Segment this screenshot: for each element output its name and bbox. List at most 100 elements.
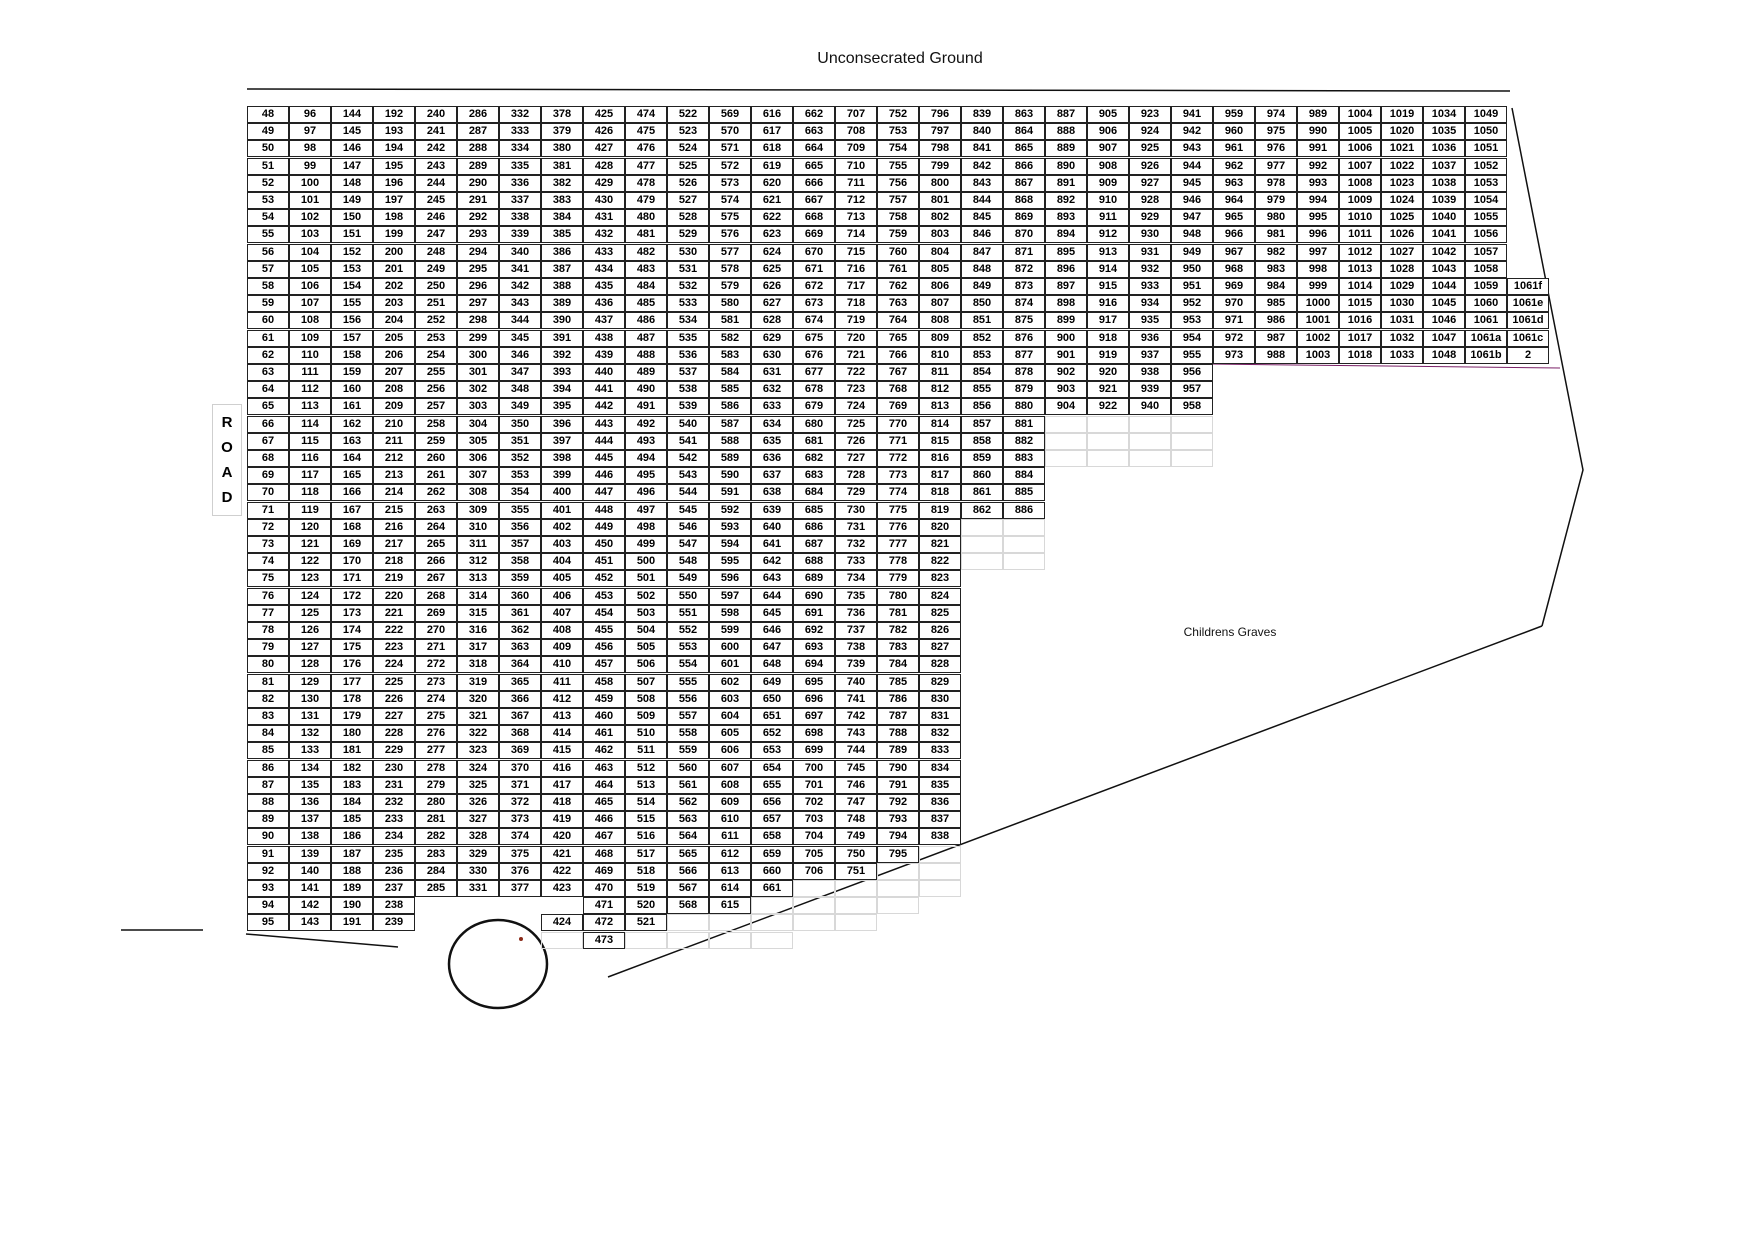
plot-cell: 71 (247, 501, 289, 519)
plot-cell: 268 (415, 587, 457, 605)
road-letter: D (221, 489, 233, 506)
plot-cell: 857 (961, 415, 1003, 433)
plot-cell: 968 (1213, 260, 1255, 278)
plot-cell: 889 (1045, 140, 1087, 158)
plot-cell: 554 (667, 656, 709, 674)
plot-cell: 320 (457, 690, 499, 708)
plot-cell: 933 (1129, 278, 1171, 295)
plot-cell: 994 (1297, 192, 1339, 209)
plot-cell: 949 (1171, 243, 1213, 261)
plot-cell: 624 (751, 243, 793, 261)
plot-cell: 533 (667, 295, 709, 313)
plot-cell: 1018 (1339, 346, 1381, 364)
plot-cell: 174 (331, 622, 373, 639)
plot-cell: 382 (541, 174, 583, 192)
plot-cell: 937 (1129, 346, 1171, 364)
plot-cell: 83 (247, 708, 289, 725)
plot-cell: 1017 (1339, 329, 1381, 347)
plot-cell: 861 (961, 484, 1003, 502)
plot-cell: 445 (583, 450, 625, 467)
plot-cell: 518 (625, 862, 667, 880)
plot-cell: 702 (793, 794, 835, 811)
empty-plot-cell (1171, 450, 1213, 467)
plot-cell: 895 (1045, 243, 1087, 261)
plot-cell: 578 (709, 260, 751, 278)
plot-cell: 284 (415, 862, 457, 880)
plot-cell: 148 (331, 174, 373, 192)
plot-cell: 964 (1213, 192, 1255, 209)
plot-cell: 427 (583, 140, 625, 158)
plot-cell: 661 (751, 880, 793, 897)
plot-cell: 620 (751, 174, 793, 192)
plot-cell: 587 (709, 415, 751, 433)
plot-cell: 435 (583, 278, 625, 295)
plot-cell: 783 (877, 639, 919, 657)
plot-cell: 178 (331, 690, 373, 708)
plot-cell: 556 (667, 690, 709, 708)
plot-cell: 504 (625, 622, 667, 639)
plot-cell: 237 (373, 880, 415, 897)
plot-cell: 260 (415, 450, 457, 467)
plot-cell: 496 (625, 484, 667, 502)
plot-cell: 718 (835, 295, 877, 313)
plot-cell: 296 (457, 278, 499, 295)
plot-cell: 813 (919, 398, 961, 416)
plot-cell: 904 (1045, 398, 1087, 416)
plot-cell: 581 (709, 312, 751, 330)
plot-cell: 349 (499, 398, 541, 416)
plot-cell: 604 (709, 708, 751, 725)
plot-cell: 918 (1087, 329, 1129, 347)
plot-cell: 493 (625, 432, 667, 450)
plot-cell: 66 (247, 415, 289, 433)
plot-cell: 748 (835, 811, 877, 829)
plot-cell: 655 (751, 776, 793, 794)
plot-cell: 118 (289, 484, 331, 502)
plot-cell: 679 (793, 398, 835, 416)
plot-cell: 414 (541, 725, 583, 743)
plot-cell: 251 (415, 295, 457, 313)
plot-cell: 324 (457, 759, 499, 777)
plot-cell: 1038 (1423, 174, 1465, 192)
plot-cell: 955 (1171, 346, 1213, 364)
plot-cell: 500 (625, 553, 667, 571)
plot-cell: 169 (331, 536, 373, 553)
plot-cell: 621 (751, 192, 793, 209)
plot-cell: 422 (541, 862, 583, 880)
plot-cell: 759 (877, 226, 919, 244)
plot-cell: 1057 (1465, 243, 1507, 261)
plot-cell: 63 (247, 364, 289, 381)
plot-cell: 809 (919, 329, 961, 347)
plot-cell: 142 (289, 897, 331, 915)
plot-cell: 544 (667, 484, 709, 502)
plot-cell: 778 (877, 553, 919, 571)
plot-cell: 347 (499, 364, 541, 381)
plot-cell: 257 (415, 398, 457, 416)
plot-cell: 65 (247, 398, 289, 416)
plot-cell: 790 (877, 759, 919, 777)
plot-cell: 498 (625, 518, 667, 536)
plot-cell: 107 (289, 295, 331, 313)
plot-cell: 946 (1171, 192, 1213, 209)
plot-cell: 189 (331, 880, 373, 897)
plot-cell: 684 (793, 484, 835, 502)
plot-cell: 51 (247, 157, 289, 175)
plot-cell: 651 (751, 708, 793, 725)
plot-cell: 227 (373, 708, 415, 725)
plot-cell: 226 (373, 690, 415, 708)
plot-cell: 986 (1255, 312, 1297, 330)
plot-cell: 322 (457, 725, 499, 743)
plot-cell: 369 (499, 742, 541, 760)
empty-plot-cell (709, 914, 751, 932)
plot-cell: 133 (289, 742, 331, 760)
plot-cell: 1045 (1423, 295, 1465, 313)
plot-cell: 101 (289, 192, 331, 209)
plot-cell: 717 (835, 278, 877, 295)
plot-cell: 276 (415, 725, 457, 743)
plot-cell: 1011 (1339, 226, 1381, 244)
empty-plot-cell (1087, 432, 1129, 450)
plot-cell: 801 (919, 192, 961, 209)
plot-cell: 286 (457, 106, 499, 123)
plot-cell: 678 (793, 381, 835, 399)
plot-cell: 713 (835, 209, 877, 227)
